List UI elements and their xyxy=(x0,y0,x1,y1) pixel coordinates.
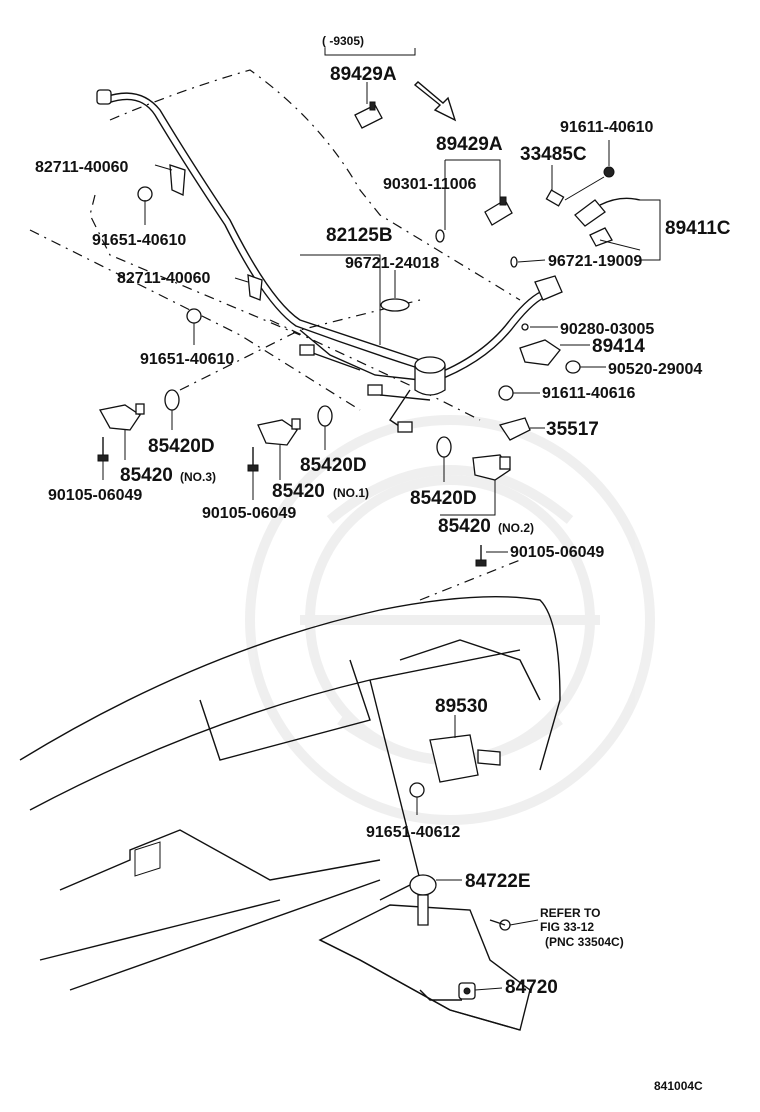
label-refer-1: REFER TO xyxy=(540,906,600,920)
label-91611-40610: 91611-40610 xyxy=(560,119,654,136)
arrow-icon xyxy=(413,81,457,122)
label-90105-06049-c: 90105-06049 xyxy=(510,544,604,561)
seal-85420D-a xyxy=(164,389,180,411)
label-no1: (NO.1) xyxy=(333,486,369,500)
key-84722E xyxy=(409,874,437,926)
label-35517: 35517 xyxy=(546,419,599,440)
plug-96721-24018 xyxy=(380,298,410,312)
label-85420D-a: 85420D xyxy=(148,436,215,457)
label-85420-no2: 85420 xyxy=(438,516,491,537)
label-89411C: 89411C xyxy=(665,218,731,239)
bolt-90105-b-icon xyxy=(247,447,259,472)
label-84720: 84720 xyxy=(505,977,558,998)
label-82711-40060-a: 82711-40060 xyxy=(35,159,129,176)
label-90105-06049-a: 90105-06049 xyxy=(48,487,142,504)
label-91651-40612: 91651-40612 xyxy=(366,824,460,841)
leader-lines xyxy=(102,48,661,991)
label-90105-06049-b: 90105-06049 xyxy=(202,505,296,522)
clamp-82711-a xyxy=(169,164,186,196)
label-range-note: ( -9305) xyxy=(322,34,364,48)
label-no3: (NO.3) xyxy=(180,470,216,484)
label-89429A-top: 89429A xyxy=(330,64,397,85)
dashboard-outline xyxy=(19,595,561,991)
bracket-35517 xyxy=(498,417,531,441)
label-85420D-b: 85420D xyxy=(300,455,367,476)
bolt-90105-c-icon xyxy=(475,545,487,567)
label-90280-03005: 90280-03005 xyxy=(560,321,654,338)
sensor-85420-no1 xyxy=(257,418,301,446)
label-91651-40610-b: 91651-40610 xyxy=(140,351,234,368)
label-96721-19009: 96721-19009 xyxy=(548,253,642,270)
bolt-91651-40610-b-icon xyxy=(186,308,202,324)
part-labels: ( -9305) 89429A 89429A 91611-40610 33485… xyxy=(35,34,731,1093)
clip-90280 xyxy=(521,323,529,331)
lock-84720 xyxy=(419,982,476,1001)
ring-96721-19009 xyxy=(510,256,518,268)
label-91611-40616: 91611-40616 xyxy=(542,385,636,402)
sensor-85420-no2 xyxy=(472,454,511,481)
nut-91611-40610-icon xyxy=(603,166,615,178)
label-90301-11006: 90301-11006 xyxy=(383,176,477,193)
label-33485C: 33485C xyxy=(520,144,587,165)
wire-harness xyxy=(96,89,563,433)
sensor-89411C xyxy=(574,197,641,247)
seal-85420D-b xyxy=(317,405,333,427)
module-89530 xyxy=(429,734,501,783)
figure-code: 841004C xyxy=(654,1079,703,1093)
label-85420-no3: 85420 xyxy=(120,465,173,486)
label-82125B: 82125B xyxy=(326,225,393,246)
sensor-85420-no3 xyxy=(98,403,145,431)
console-box xyxy=(318,904,531,1031)
label-82711-40060-b: 82711-40060 xyxy=(117,270,211,287)
label-89429A: 89429A xyxy=(436,134,503,155)
label-85420-no1: 85420 xyxy=(272,481,325,502)
label-refer-3: (PNC 33504C) xyxy=(545,935,624,949)
label-84722E: 84722E xyxy=(465,871,531,892)
sensor-89429A-top xyxy=(354,101,383,129)
nut-91611-40616-icon xyxy=(498,385,514,401)
sensor-89429A xyxy=(484,196,513,226)
bolt-91651-40610-a-icon xyxy=(137,186,153,202)
bracket-89414 xyxy=(519,339,561,366)
label-91651-40610-a: 91651-40610 xyxy=(92,232,186,249)
label-89414: 89414 xyxy=(592,336,645,357)
label-no2: (NO.2) xyxy=(498,521,534,535)
gasket-90301 xyxy=(435,229,445,243)
label-85420D-c: 85420D xyxy=(410,488,477,509)
label-refer-2: FIG 33-12 xyxy=(540,920,594,934)
seal-85420D-c xyxy=(436,436,452,458)
washer-90520 xyxy=(565,360,581,374)
bolt-91651-40612-icon xyxy=(409,782,425,798)
clamp-82711-b xyxy=(247,274,263,301)
bolt-90105-a-icon xyxy=(97,437,109,462)
label-96721-24018: 96721-24018 xyxy=(345,255,439,272)
label-90520-29004: 90520-29004 xyxy=(608,361,702,378)
screw-refer-icon xyxy=(489,919,511,931)
label-89530: 89530 xyxy=(435,696,488,717)
clip-33485C xyxy=(545,189,565,207)
